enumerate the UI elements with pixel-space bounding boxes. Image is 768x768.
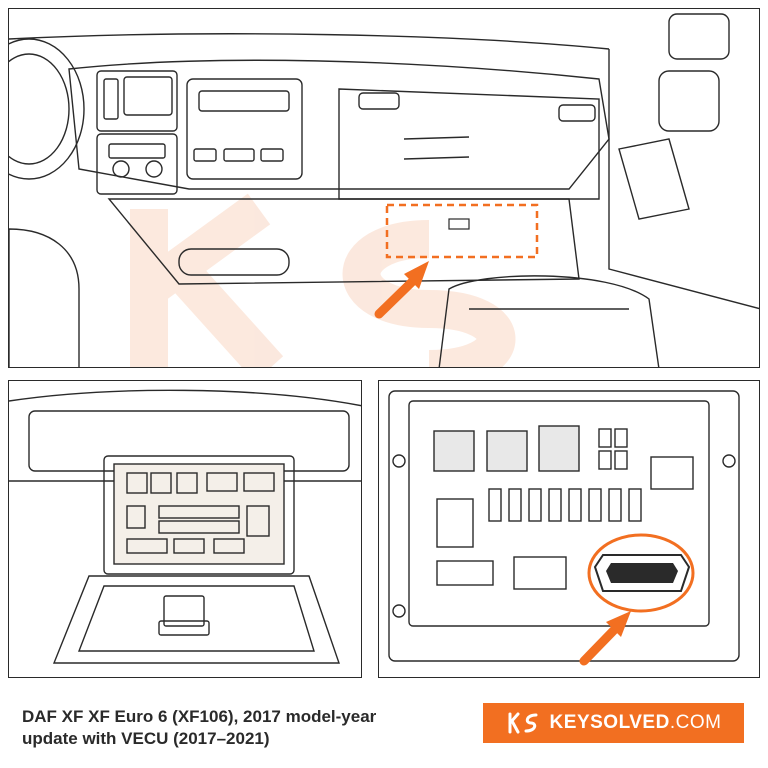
glovebox-opening: [103, 455, 295, 575]
connector-left: [436, 498, 474, 548]
glovebox-lower-panel-highlight: [385, 203, 539, 259]
open-glovebox-illustration: [9, 389, 361, 664]
side-mirror-lower: [658, 70, 720, 132]
cab-door: [608, 49, 759, 310]
ks-watermark: [130, 193, 516, 367]
dashboard-illustration: [9, 13, 759, 367]
air-vent-right: [558, 104, 596, 122]
connector-bottom-middle: [513, 556, 567, 590]
brand-tld: .COM: [669, 712, 722, 733]
dash-upper-surface: [28, 410, 350, 472]
steering-wheel: [9, 38, 85, 180]
keysolved-brand-badge: KEYSOLVED.COM: [483, 703, 744, 743]
glovebox-door-open: [52, 575, 340, 664]
lower-tray: [178, 248, 290, 276]
fuse-rows: [126, 472, 275, 554]
center-stack: [96, 70, 178, 132]
dash-top-edge: [9, 389, 361, 407]
dashboard-top: [68, 59, 610, 190]
relay-row: [433, 425, 580, 472]
pointer-arrow-icon: [374, 261, 429, 319]
infotainment-screen: [123, 76, 173, 116]
connector-bottom-left: [436, 560, 494, 586]
windshield-edge: [9, 33, 610, 50]
blade-fuses: [488, 488, 642, 522]
fusebox-closeup-panel: [378, 380, 760, 678]
ks-logo-mark: [508, 712, 538, 734]
diagnostic-connector: [587, 533, 695, 613]
brand-name: KEYSOLVED: [549, 712, 670, 733]
door-latch: [163, 595, 205, 627]
fuse-column: [598, 428, 628, 470]
caption-line-2: update with VECU (2017–2021): [22, 729, 270, 748]
vehicle-caption: DAF XF XF Euro 6 (XF106), 2017 model-yea…: [22, 706, 462, 750]
side-mirror-upper: [668, 13, 730, 60]
connector-top-right: [650, 456, 694, 490]
climate-controls: [96, 133, 178, 195]
driver-seat: [9, 228, 80, 367]
dashboard-overview-panel: [8, 8, 760, 368]
fusebox-frame: [388, 390, 740, 662]
air-vent-left: [358, 92, 400, 110]
passenger-seat: [438, 275, 660, 367]
brand-wordmark: KEYSOLVED.COM: [550, 712, 722, 734]
fusebox-closeup-illustration: [388, 390, 740, 666]
open-glovebox-panel: [8, 380, 362, 678]
pointer-arrow-icon: [579, 611, 631, 666]
caption-line-1: DAF XF XF Euro 6 (XF106), 2017 model-yea…: [22, 707, 377, 726]
lower-dash: [107, 198, 580, 285]
glovebox-upper: [338, 88, 600, 200]
upper-console: [186, 78, 303, 180]
fusebox: [113, 463, 285, 565]
